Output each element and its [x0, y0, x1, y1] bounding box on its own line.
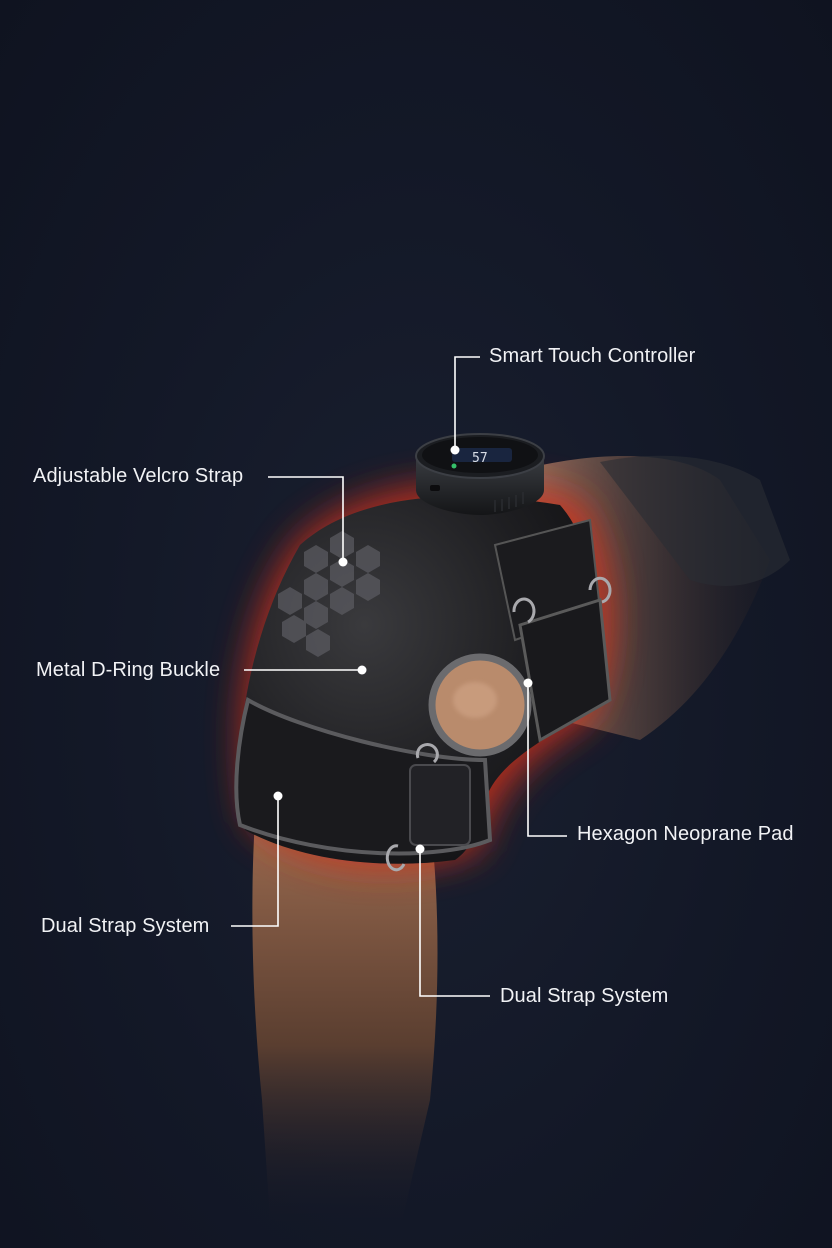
dot-velcro [338, 557, 348, 567]
dot-dual-left [273, 791, 283, 801]
leader-lines [231, 356, 567, 997]
leader-dots [273, 445, 533, 854]
callout-hexagon-neoprane-pad: Hexagon Neoprane Pad [577, 823, 794, 845]
callout-metal-d-ring-buckle: Metal D-Ring Buckle [36, 659, 221, 681]
controller-device: 57 [415, 433, 545, 515]
leader-dual-bottom [419, 849, 490, 997]
callout-smart-touch-controller: Smart Touch Controller [489, 345, 696, 367]
leader-controller [454, 356, 480, 450]
dot-dual-bottom [415, 844, 425, 854]
dot-controller [450, 445, 460, 455]
callout-adjustable-velcro-strap: Adjustable Velcro Strap [33, 465, 244, 487]
callout-dual-strap-system-bottom: Dual Strap System [500, 985, 669, 1007]
leader-velcro [268, 476, 344, 562]
hexagon-pattern [278, 531, 380, 657]
dot-hexagon [523, 678, 533, 688]
svg-text:57: 57 [472, 451, 488, 466]
leader-dual-left [231, 796, 279, 927]
leader-hexagon [527, 683, 567, 837]
dot-dring [357, 665, 367, 675]
callout-dual-strap-system-left: Dual Strap System [41, 915, 210, 937]
